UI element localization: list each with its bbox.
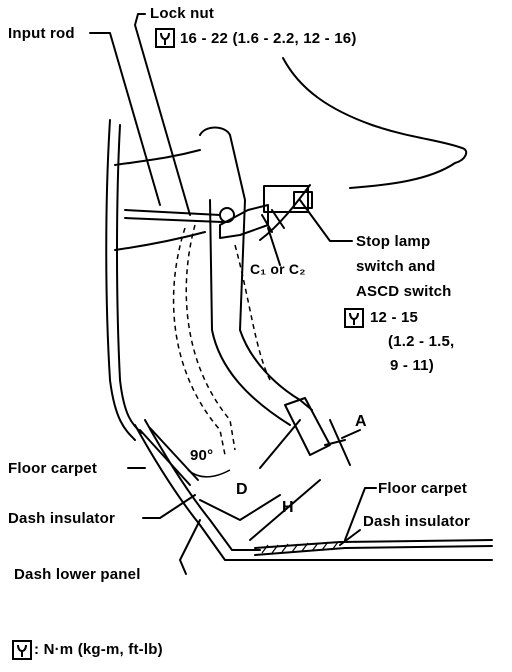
- dimension-a-label: A: [355, 413, 367, 430]
- torque-wrench-icon: [155, 28, 175, 48]
- leader-dash-lower-panel: [179, 519, 201, 575]
- stop-lamp-torque-2: (1.2 - 1.5,: [388, 333, 455, 350]
- torque-wrench-icon: [344, 308, 364, 328]
- pedal-dashed-1: [185, 224, 236, 451]
- dim-a-lines: [324, 419, 361, 466]
- stop-lamp-switch: [263, 185, 309, 213]
- floor-carpet-left-label: Floor carpet: [8, 460, 98, 477]
- angle-label: 90°: [190, 447, 214, 464]
- leader-floor-carpet-right: [344, 487, 377, 541]
- body-panel: [114, 149, 311, 251]
- lock-nut-torque: 16 - 22 (1.6 - 2.2, 12 - 16): [180, 30, 357, 47]
- leader-dash-insulator-left: [142, 494, 196, 519]
- torque-legend: : N·m (kg-m, ft-lb): [34, 641, 163, 658]
- clearance-label: C₁ or C₂: [250, 261, 306, 277]
- dimension-d-label: D: [236, 481, 248, 498]
- input-rod: [124, 209, 223, 223]
- dim-d-lines: [199, 494, 281, 521]
- angle-arc: [187, 469, 231, 478]
- clevis-pin: [219, 207, 235, 223]
- clearance-dim: [261, 209, 285, 266]
- lock-nut-label: Lock nut: [150, 5, 215, 22]
- stop-lamp-label-2: switch and: [356, 258, 436, 275]
- left-wall: [105, 119, 136, 441]
- pedal-dashed-2: [172, 227, 226, 456]
- dashboard-outline: [282, 57, 468, 189]
- pedal-dashed-3: [234, 244, 271, 381]
- floor-carpet-right-label: Floor carpet: [378, 480, 468, 497]
- dash-insulator-right-label: Dash insulator: [363, 513, 470, 530]
- input-rod-label: Input rod: [8, 25, 75, 42]
- floor-carpet-right-shape: [254, 539, 493, 556]
- dim-h-lines: [249, 419, 321, 541]
- leader-lock-nut: [134, 13, 191, 216]
- dash-lower-panel-label: Dash lower panel: [14, 566, 141, 583]
- stop-lamp-label-1: Stop lamp: [356, 233, 431, 250]
- leader-input-rod: [89, 32, 161, 206]
- leader-stop-lamp: [299, 199, 353, 242]
- pedal-arm: [199, 126, 313, 411]
- stop-lamp-torque-1: 12 - 15: [370, 309, 419, 326]
- torque-wrench-icon: [12, 640, 32, 660]
- dimension-h-label: H: [282, 499, 294, 516]
- dash-panel: [134, 424, 493, 561]
- leader-dash-insulator-right: [339, 529, 361, 546]
- stop-lamp-torque-3: 9 - 11): [390, 357, 434, 374]
- stop-lamp-label-3: ASCD switch: [356, 283, 452, 300]
- dash-insulator-left-label: Dash insulator: [8, 510, 115, 527]
- pedal-pad: [284, 397, 331, 456]
